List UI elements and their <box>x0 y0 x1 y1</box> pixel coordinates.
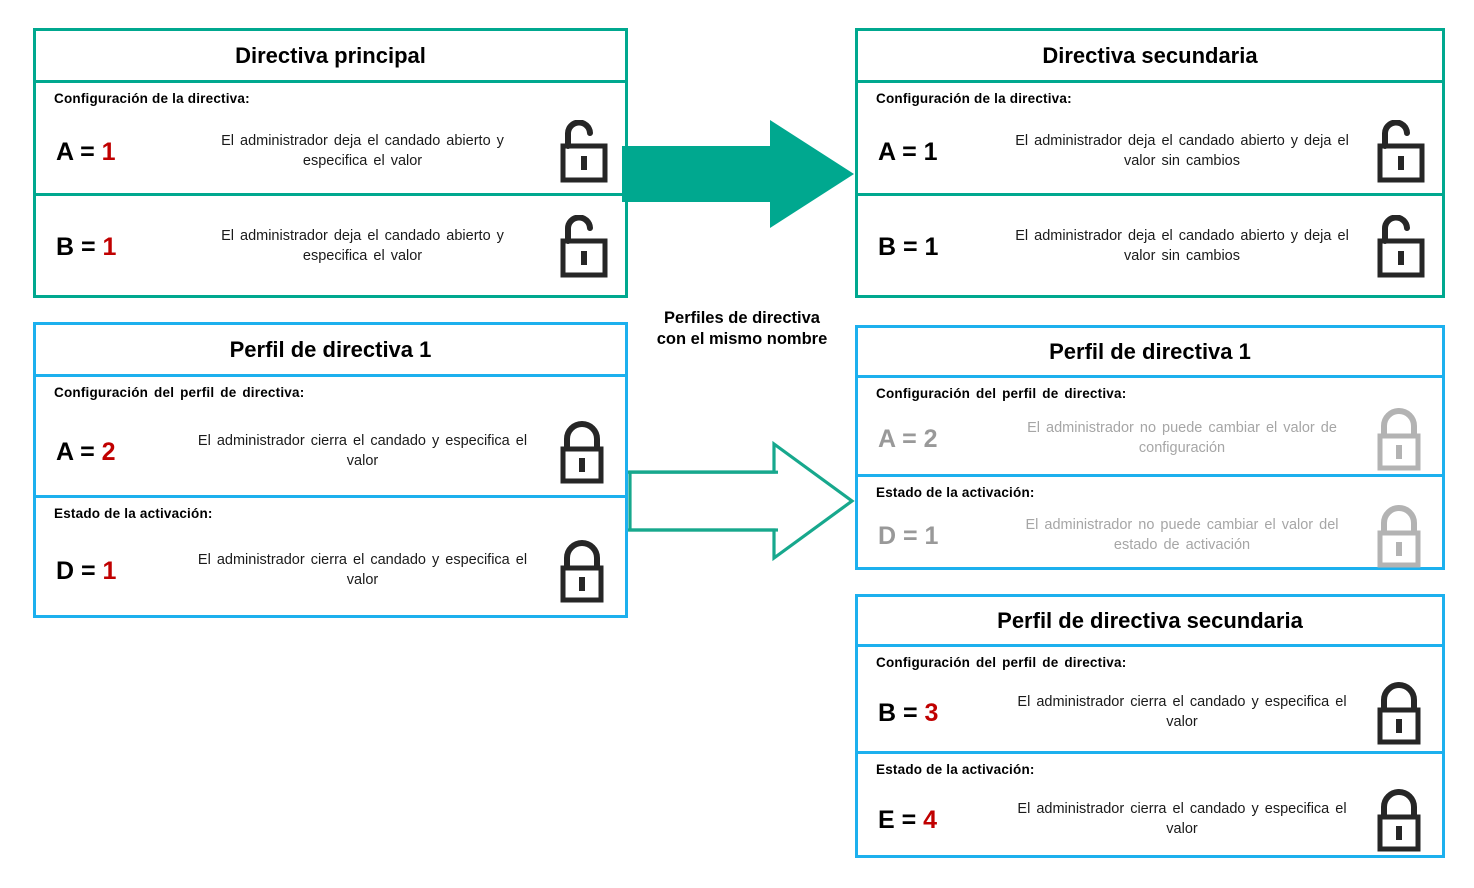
section-label: Configuración de la directiva: <box>876 91 1072 106</box>
setting-value: 4 <box>923 805 938 834</box>
section-activation-state: Estado de la activación: E = 4 El admini… <box>858 751 1442 855</box>
section-policy-configuration-b: B = 1 El administrador deja el candado a… <box>858 193 1442 295</box>
section-label: Estado de la activación: <box>876 485 1035 500</box>
card-secondary-policy: Directiva secundaria Configuración de la… <box>855 28 1445 298</box>
section-activation-state: Estado de la activación: D = 1 El admini… <box>858 474 1442 569</box>
setting-description: El administrador deja el candado abierto… <box>1015 228 1349 264</box>
card-title-policy-profile-1: Perfil de directiva 1 <box>36 325 625 377</box>
center-caption: Perfiles de directiva con el mismo nombr… <box>636 308 848 350</box>
setting-row: A = 2 El administrador no puede cambiar … <box>858 406 1442 472</box>
setting-description: El administrador cierra el candado y esp… <box>1017 694 1347 730</box>
setting-row: B = 3 El administrador cierra el candado… <box>858 679 1442 747</box>
setting-description: El administrador deja el candado abierto… <box>1015 133 1349 169</box>
section-label: Configuración del perfil de directiva: <box>876 655 1127 670</box>
section-profile-configuration: Configuración del perfil de directiva: A… <box>36 377 625 495</box>
section-label: Configuración del perfil de directiva: <box>54 385 305 400</box>
section-label: Configuración de la directiva: <box>54 91 250 106</box>
setting-key: B = <box>878 232 925 261</box>
closed-padlock-icon <box>1356 680 1442 746</box>
card-policy-profile-1-left: Perfil de directiva 1 Configuración del … <box>33 322 628 618</box>
setting-description: El administrador deja el candado abierto… <box>221 228 504 264</box>
setting-key: D = <box>878 521 925 550</box>
setting-description: El administrador no puede cambiar el val… <box>1025 517 1339 553</box>
section-profile-configuration: Configuración del perfil de directiva: B… <box>858 647 1442 751</box>
setting-description: El administrador cierra el candado y esp… <box>1017 801 1347 837</box>
setting-row: D = 1 El administrador no puede cambiar … <box>858 503 1442 569</box>
setting-value: 1 <box>924 232 939 261</box>
setting-key: A = <box>878 424 924 453</box>
setting-description: El administrador no puede cambiar el val… <box>1027 420 1337 456</box>
setting-key-value: E = 4 <box>858 806 1008 835</box>
card-title-primary-policy: Directiva principal <box>36 31 625 83</box>
merge-arrow-solid-icon <box>622 120 854 228</box>
setting-row: A = 1 El administrador deja el candado a… <box>36 117 625 187</box>
setting-value: 2 <box>101 437 116 466</box>
setting-key-value: B = 1 <box>858 233 1008 262</box>
caption-line-1: Perfiles de directiva <box>664 309 820 327</box>
setting-key-value: D = 1 <box>36 557 186 586</box>
setting-value: 1 <box>924 521 939 550</box>
setting-value: 1 <box>923 137 938 166</box>
setting-row: A = 1 El administrador deja el candado a… <box>858 117 1442 187</box>
setting-row: E = 4 El administrador cierra el candado… <box>858 786 1442 854</box>
open-padlock-icon <box>1356 120 1442 184</box>
setting-key: B = <box>878 698 925 727</box>
setting-row: B = 1 El administrador deja el candado a… <box>858 210 1442 284</box>
setting-key: B = <box>56 232 103 261</box>
card-title-secondary-policy-profile: Perfil de directiva secundaria <box>858 597 1442 647</box>
setting-key-value: A = 2 <box>36 438 186 467</box>
closed-padlock-icon <box>1356 787 1442 853</box>
setting-key: E = <box>878 805 924 834</box>
section-profile-configuration: Configuración del perfil de directiva: A… <box>858 378 1442 474</box>
merge-arrow-outline-icon <box>628 440 855 562</box>
section-policy-configuration-b: B = 1 El administrador deja el candado a… <box>36 193 625 295</box>
setting-key-value: A = 1 <box>858 138 1008 167</box>
setting-description: El administrador cierra el candado y esp… <box>197 552 528 588</box>
setting-key-value: B = 1 <box>36 233 186 262</box>
card-policy-profile-1-right: Perfil de directiva 1 Configuración del … <box>855 325 1445 570</box>
section-activation-state: Estado de la activación: D = 1 El admini… <box>36 495 625 615</box>
setting-description: El administrador cierra el candado y esp… <box>197 433 528 469</box>
card-title-secondary-policy: Directiva secundaria <box>858 31 1442 83</box>
setting-row: B = 1 El administrador deja el candado a… <box>36 210 625 284</box>
setting-value: 2 <box>923 424 938 453</box>
section-label: Estado de la activación: <box>54 506 213 521</box>
setting-value: 1 <box>101 137 116 166</box>
card-secondary-policy-profile: Perfil de directiva secundaria Configura… <box>855 594 1445 858</box>
setting-key-value: D = 1 <box>858 522 1008 551</box>
setting-row: A = 2 El administrador cierra el candado… <box>36 415 625 489</box>
section-policy-configuration: Configuración de la directiva: A = 1 El … <box>36 83 625 193</box>
setting-value: 1 <box>102 232 117 261</box>
setting-key: A = <box>878 137 924 166</box>
open-padlock-icon <box>539 120 625 184</box>
setting-row: D = 1 El administrador cierra el candado… <box>36 534 625 608</box>
closed-padlock-icon <box>1356 406 1442 472</box>
setting-key: D = <box>56 556 103 585</box>
section-label: Estado de la activación: <box>876 762 1035 777</box>
setting-key-value: A = 2 <box>858 425 1008 454</box>
closed-padlock-icon <box>1356 503 1442 569</box>
section-policy-configuration: Configuración de la directiva: A = 1 El … <box>858 83 1442 193</box>
setting-key: A = <box>56 437 102 466</box>
setting-key: A = <box>56 137 102 166</box>
closed-padlock-icon <box>539 538 625 604</box>
card-title-policy-profile-1-right: Perfil de directiva 1 <box>858 328 1442 378</box>
open-padlock-icon <box>539 215 625 279</box>
setting-key-value: B = 3 <box>858 699 1008 728</box>
setting-value: 3 <box>924 698 939 727</box>
setting-value: 1 <box>102 556 117 585</box>
setting-key-value: A = 1 <box>36 138 186 167</box>
card-primary-policy: Directiva principal Configuración de la … <box>33 28 628 298</box>
section-label: Configuración del perfil de directiva: <box>876 386 1127 401</box>
setting-description: El administrador deja el candado abierto… <box>221 133 504 169</box>
open-padlock-icon <box>1356 215 1442 279</box>
closed-padlock-icon <box>539 419 625 485</box>
caption-line-2: con el mismo nombre <box>656 330 828 349</box>
